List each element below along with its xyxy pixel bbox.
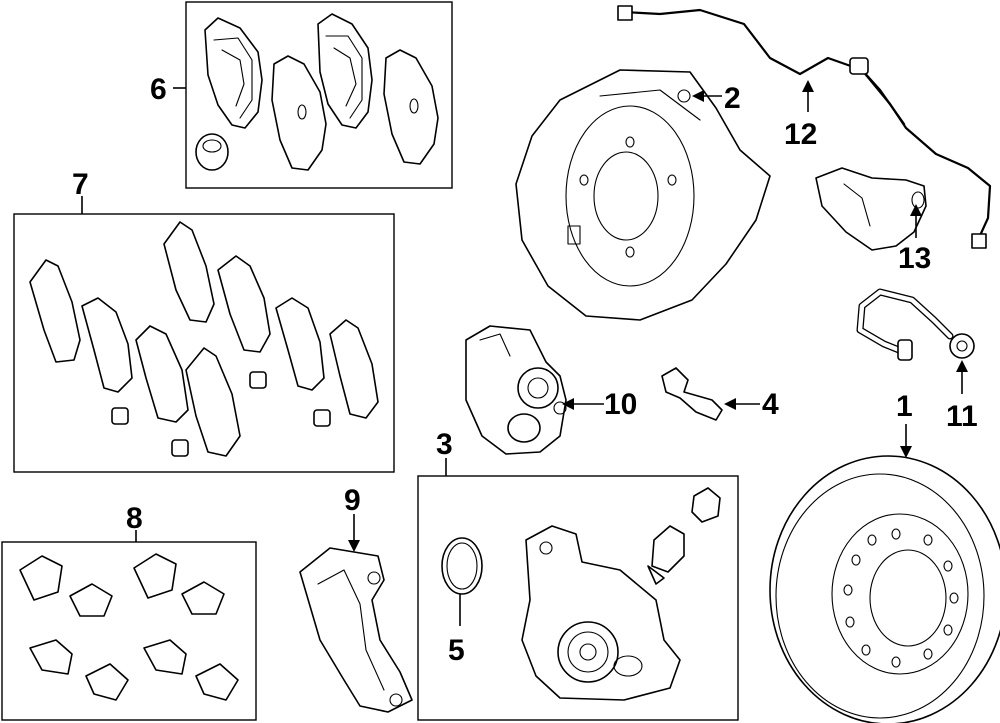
brake-rotor[interactable] [769,455,1000,723]
callout-4[interactable]: 4 [762,388,779,421]
shim-1[interactable] [29,259,81,363]
callout-5[interactable]: 5 [448,634,465,667]
dust-shield[interactable] [515,69,771,321]
retainer-clip-3[interactable] [133,553,177,599]
caliper-assembly-group: 3 5 [417,428,739,721]
wire-harness-item: 12 [617,5,992,249]
callout-12[interactable]: 12 [784,118,817,151]
shim-clip-4[interactable] [313,409,331,427]
callout-7[interactable]: 7 [72,168,89,201]
shim-8[interactable] [329,319,379,419]
pad-bushing[interactable] [195,133,229,171]
guide-pin[interactable] [661,367,723,421]
wire-harness[interactable] [617,5,992,249]
callout-8[interactable]: 8 [126,502,143,535]
dust-shield-item: 2 [515,69,771,321]
callout-10[interactable]: 10 [604,388,637,421]
shim-3[interactable] [135,325,189,423]
callout-13[interactable]: 13 [898,242,931,275]
shim-4[interactable] [163,221,215,323]
caliper-support-item: 9 [299,484,413,713]
brake-rotor-item: 1 [769,390,1000,723]
shim-clip-3[interactable] [249,371,267,389]
callout-6[interactable]: 6 [150,73,167,106]
shim-2[interactable] [81,297,133,393]
shim-kit-group: 7 [13,168,395,473]
callout-2[interactable]: 2 [724,82,741,115]
brake-pads-box [185,1,453,189]
actuator-item: 10 [465,325,637,455]
retainer-clip-5[interactable] [29,639,73,675]
brake-hose-item: 11 [856,288,978,433]
shim-6[interactable] [217,255,271,353]
callout-3[interactable]: 3 [436,428,453,461]
retainer-clip-6[interactable] [85,663,129,701]
callout-1[interactable]: 1 [896,390,913,423]
shim-clip-1[interactable] [111,407,129,425]
brake-pads-group: 6 [150,1,453,189]
shim-5[interactable] [185,347,241,457]
retainer-clip-2[interactable] [69,583,113,617]
guide-pin-item: 4 [661,367,779,421]
shim-7[interactable] [275,297,325,391]
hardware-kit-box [1,541,257,721]
shim-kit-box [13,213,395,473]
parking-brake-actuator[interactable] [465,325,567,455]
retainer-clip-4[interactable] [181,581,225,615]
bleeder-cap[interactable] [691,487,721,523]
shim-clip-2[interactable] [171,439,189,457]
brake-pad-1[interactable] [204,17,263,129]
retainer-clip-1[interactable] [19,555,63,601]
caliper-assembly-box [417,475,739,721]
abs-sensor-item: 13 [815,167,931,275]
brake-pad-backing-1[interactable] [271,55,327,171]
callout-11[interactable]: 11 [946,400,978,433]
brake-hose[interactable] [856,288,975,361]
callout-9[interactable]: 9 [344,484,361,517]
piston-seal[interactable] [441,537,483,595]
retainer-clip-7[interactable] [143,639,187,675]
retainer-clip-8[interactable] [195,663,239,701]
hardware-kit-group: 8 [1,502,257,721]
abs-sensor[interactable] [815,167,927,251]
caliper-housing[interactable] [521,525,681,701]
brake-pad-2[interactable] [317,13,373,129]
brake-pad-backing-2[interactable] [383,49,439,165]
bleeder-screw[interactable] [647,525,685,585]
caliper-support[interactable] [299,547,413,713]
